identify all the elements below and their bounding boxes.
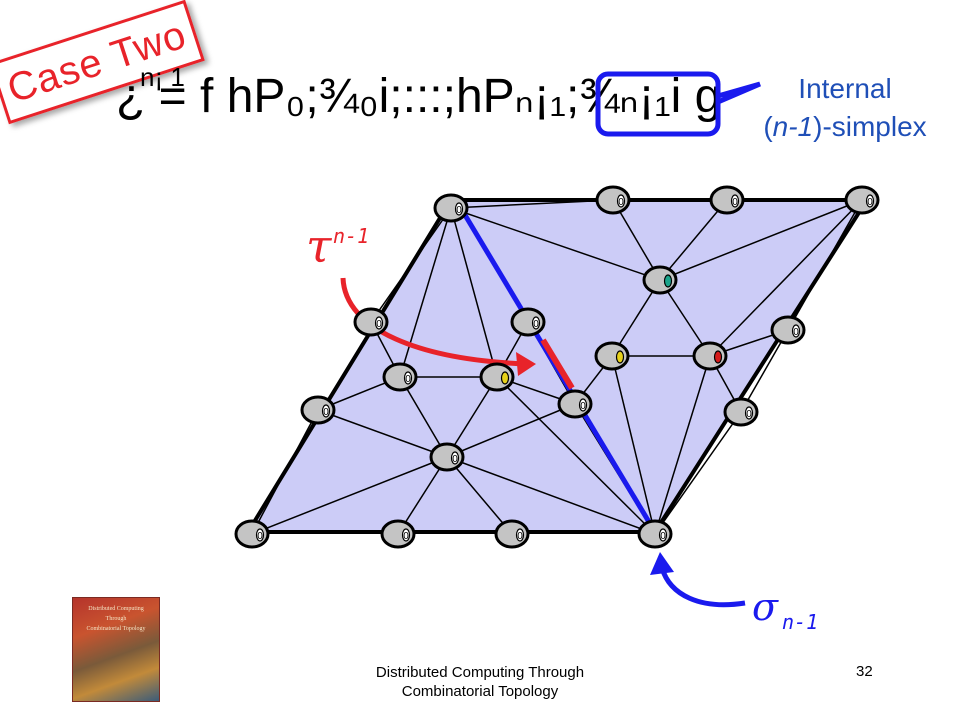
sigma-arrow — [659, 567, 746, 608]
edge-D-I — [787, 199, 863, 331]
vertex-u: 0 — [637, 519, 673, 549]
vertex-l — [479, 362, 515, 392]
sigma-arrowhead — [650, 552, 674, 575]
vertex-label: 0 — [746, 409, 752, 420]
edge-I-N — [740, 329, 789, 413]
vertices: 0 0 0 0 0 0 0 0 0 0 0 0 0 0 0 0 — [234, 185, 880, 549]
edge-A-K — [399, 207, 452, 378]
vertex-label: 0 — [323, 407, 329, 418]
edge-K-Q — [399, 376, 448, 458]
vertex-n: 0 — [723, 397, 759, 427]
vertex-f: 0 — [510, 307, 546, 337]
vertex-t: 0 — [494, 519, 530, 549]
vertex-q: 0 — [429, 442, 465, 472]
callout-line2: (n-1)-simplex — [763, 111, 927, 142]
tau-superscript: n-1 — [333, 224, 369, 248]
vertex-k: 0 — [382, 362, 418, 392]
edge-A-E — [450, 207, 661, 281]
callout-line1: Internal — [798, 73, 892, 104]
vertex-label: 0 — [793, 327, 799, 338]
vertex-label: 0 — [403, 531, 409, 542]
formula-superscript: n¡ 1 — [140, 62, 185, 92]
footer-title: Distributed Computing Through Combinator… — [375, 664, 585, 700]
vertex-label: 0 — [405, 374, 411, 385]
vertex-label: 0 — [452, 454, 458, 465]
vertex-label: 0 — [580, 401, 586, 412]
vertex-m: 0 — [557, 389, 593, 419]
edge-L-U — [496, 376, 656, 535]
subdivision-edges — [251, 199, 863, 535]
callout-pointer — [717, 81, 761, 105]
internal-simplex-callout: Internal (n-1)-simplex — [740, 70, 950, 146]
vertex-label: 0 — [376, 319, 382, 330]
tau-symbol: τ — [306, 219, 333, 273]
vertex-label: 0 — [867, 197, 873, 208]
tau-arrow — [340, 277, 529, 367]
vertex-a: 0 — [433, 193, 469, 223]
vertex-label: 0 — [517, 531, 523, 542]
edge-A-L — [450, 207, 498, 378]
simplex-formula: ¿ = f hP₀;¾₀i;:::;hPₙ¡₁;¾ₙ¡₁i g n¡ 1 — [116, 62, 722, 124]
vertex-label: 0 — [732, 197, 738, 208]
sigma-symbol: σ — [752, 585, 779, 629]
edge-G-U — [611, 355, 656, 535]
edge-Q-U — [446, 456, 656, 535]
edge-O-Q — [317, 409, 448, 458]
vertex-label: 0 — [533, 319, 539, 330]
vertex-i: 0 — [770, 315, 806, 345]
vertex-b: 0 — [595, 185, 631, 215]
vertex-c: 0 — [709, 185, 745, 215]
vertex-label: 0 — [660, 531, 666, 542]
edge-B-E — [612, 199, 661, 281]
formula-main: ¿ = f hP₀;¾₀i;:::;hPₙ¡₁;¾ₙ¡₁i g — [116, 70, 722, 123]
vertex-j: 0 — [353, 307, 389, 337]
edge-L-Q — [446, 376, 498, 458]
book-cover-image: Distributed Computing Through Combinator… — [72, 597, 160, 702]
vertex-r: 0 — [234, 519, 270, 549]
edge-A-B — [450, 199, 614, 209]
vertex-label: 0 — [618, 197, 624, 208]
vertex-o: 0 — [300, 395, 336, 425]
sigma-subscript: n-1 — [782, 610, 818, 634]
page-number: 32 — [856, 663, 873, 680]
edge-R-O — [251, 409, 319, 535]
vertex-label: 0 — [257, 531, 263, 542]
edge-D-H — [709, 199, 863, 357]
vertex-h — [692, 341, 728, 371]
highlight-box — [595, 71, 721, 137]
edge-D-E — [659, 199, 863, 281]
vertex-g — [594, 341, 630, 371]
edge-Q-R — [251, 456, 448, 535]
edge-N-U — [654, 411, 742, 535]
tau-arrowhead — [516, 352, 536, 376]
vertex-e — [642, 265, 678, 295]
edge-A-J — [370, 207, 452, 323]
vertex-d: 0 — [844, 185, 880, 215]
edge-M-Q — [446, 403, 576, 458]
tau-simplex-edge — [540, 338, 575, 390]
edge-H-U — [654, 355, 711, 535]
edge-Q-T — [446, 456, 513, 535]
edge-C-E — [659, 199, 728, 281]
vertex-label: 0 — [456, 205, 462, 216]
vertex-s: 0 — [380, 519, 416, 549]
